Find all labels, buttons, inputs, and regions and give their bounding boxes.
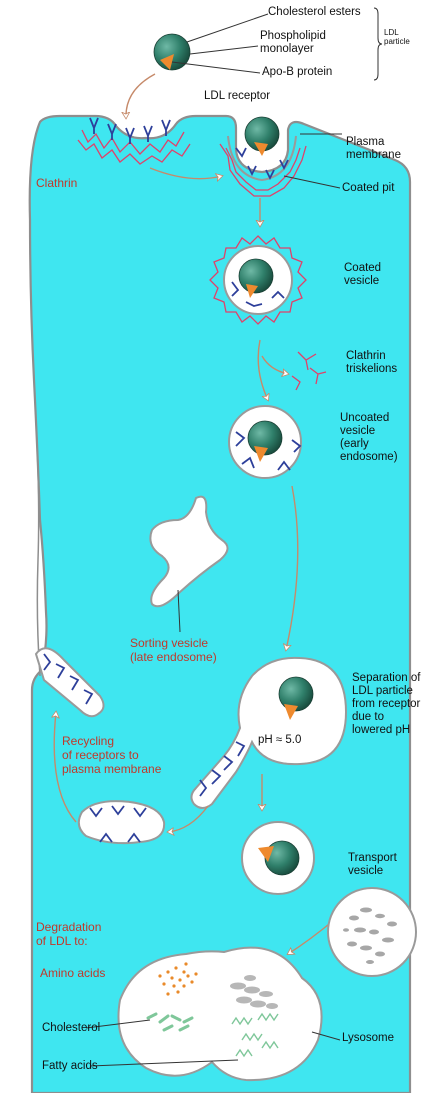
label-amino-acids: Amino acids xyxy=(40,966,105,980)
label-ph: pH ≈ 5.0 xyxy=(258,734,301,747)
label-cholesterol: Cholesterol xyxy=(42,1022,100,1035)
label-coated-vesicle: Coated vesicle xyxy=(344,262,381,288)
recycling-vesicle xyxy=(79,801,164,843)
label-degradation: Degradation of LDL to: xyxy=(36,920,101,948)
label-coated-pit: Coated pit xyxy=(342,182,394,195)
label-ldl-receptor: LDL receptor xyxy=(204,90,270,103)
label-cholesterol-esters: Cholesterol esters xyxy=(268,6,361,19)
label-ldl-particle-bracket: LDL particle xyxy=(384,28,410,46)
arrow-ldl-to-receptor xyxy=(126,74,155,118)
label-uncoated-vesicle: Uncoated vesicle (early endosome) xyxy=(340,412,398,464)
label-lysosome: Lysosome xyxy=(342,1032,394,1045)
secondary-lysosome xyxy=(118,948,321,1081)
label-sorting-vesicle: Sorting vesicle (late endosome) xyxy=(130,636,217,664)
label-separation: Separation of LDL particle from receptor… xyxy=(352,672,420,737)
label-transport-vesicle: Transport vesicle xyxy=(348,852,397,878)
label-clathrin: Clathrin xyxy=(36,176,77,190)
label-phospholipid-monolayer: Phospholipid monolayer xyxy=(260,30,326,56)
transport-vesicle xyxy=(242,822,314,894)
label-clathrin-triskelions: Clathrin triskelions xyxy=(346,350,397,376)
label-recycling: Recycling of receptors to plasma membran… xyxy=(62,734,161,776)
label-apo-b-protein: Apo-B protein xyxy=(262,66,332,79)
label-fatty-acids: Fatty acids xyxy=(42,1060,98,1073)
uncoated-vesicle xyxy=(229,406,301,478)
label-plasma-membrane: Plasma membrane xyxy=(346,136,401,162)
primary-lysosome xyxy=(328,888,416,976)
